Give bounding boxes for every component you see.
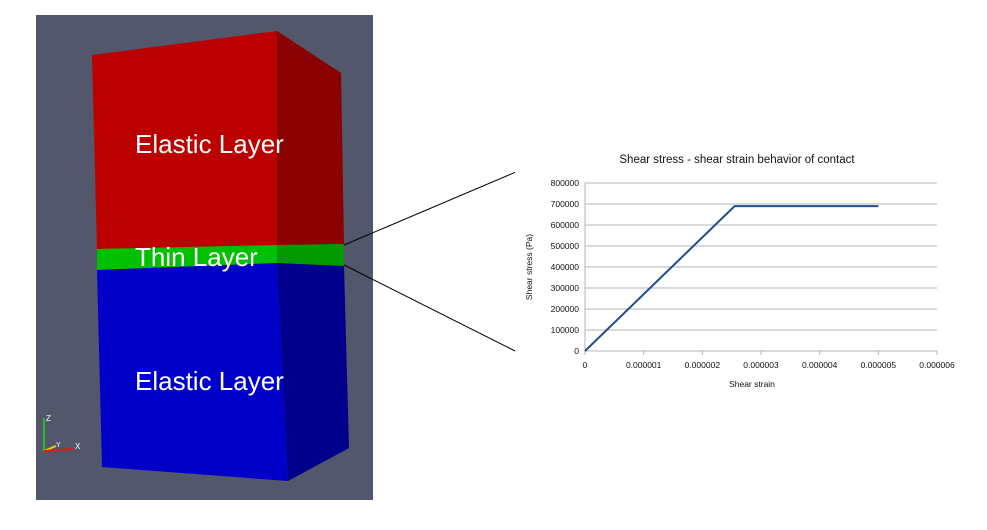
chart-title: Shear stress - shear strain behavior of … — [619, 154, 855, 166]
thin-layer-front — [97, 245, 277, 270]
y-tick-label: 400000 — [551, 262, 580, 272]
layered-block-model: Z Y X — [43, 31, 349, 481]
y-axis-title: Shear stress (Pa) — [524, 234, 534, 300]
orientation-axes-triad: Z Y X — [43, 414, 81, 452]
bottom-elastic-layer-side — [277, 263, 349, 481]
shear-behavior-chart: Shear stress - shear strain behavior of … — [515, 140, 980, 400]
y-tick-label: 200000 — [551, 304, 580, 314]
y-tick-label: 500000 — [551, 241, 580, 251]
y-tick-label: 300000 — [551, 283, 580, 293]
x-tick-label: 0.000005 — [861, 360, 897, 370]
top-layer-label: Elastic Layer — [135, 129, 284, 159]
x-tick-label: 0.000001 — [626, 360, 662, 370]
callout-line-upper — [343, 168, 524, 246]
y-tick-labels: 0 100000 200000 300000 400000 500000 600000 700… — [551, 178, 580, 356]
thin-layer-side — [277, 244, 344, 266]
y-tick-label: 600000 — [551, 220, 580, 230]
top-elastic-layer-front — [92, 31, 277, 249]
y-tick-label: 700000 — [551, 199, 580, 209]
y-tick-label: 0 — [574, 346, 579, 356]
y-tick-label: 100000 — [551, 325, 580, 335]
x-tick-labels: 0 0.000001 0.000002 0.000003 0.000004 0.00000… — [583, 351, 955, 370]
thin-layer-label: Thin Layer — [135, 242, 258, 272]
z-axis-label: Z — [46, 414, 51, 423]
x-tick-label: 0.000006 — [919, 360, 955, 370]
chart-svg: Shear stress - shear strain behavior of … — [524, 154, 955, 389]
x-tick-label: 0 — [583, 360, 588, 370]
3d-viewport[interactable]: Z Y X Elastic Layer Thin Layer Elastic L… — [36, 15, 373, 500]
grid-lines — [585, 182, 937, 331]
x-axis-label: X — [75, 442, 81, 451]
y-axis-label: Y — [56, 442, 61, 449]
data-series — [584, 205, 879, 352]
y-tick-label: 800000 — [551, 178, 580, 188]
x-axis-line — [43, 448, 74, 452]
bottom-elastic-layer-front — [97, 263, 288, 481]
bottom-layer-label: Elastic Layer — [135, 366, 284, 396]
callout-line-lower — [343, 264, 524, 356]
x-tick-label: 0.000003 — [743, 360, 779, 370]
x-tick-label: 0.000002 — [685, 360, 721, 370]
x-axis-title: Shear strain — [729, 379, 775, 389]
top-elastic-layer-side — [277, 31, 344, 245]
x-tick-label: 0.000004 — [802, 360, 838, 370]
series-line — [584, 205, 879, 352]
